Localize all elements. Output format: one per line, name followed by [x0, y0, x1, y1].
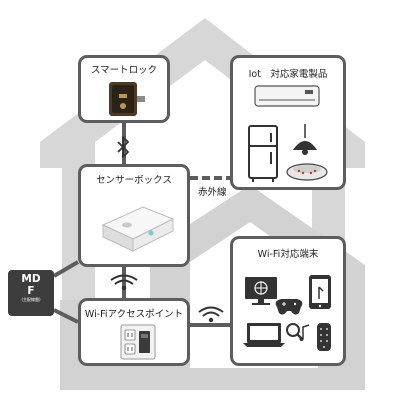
mdf-label-line1: MD	[21, 273, 41, 285]
wifi-device-icons	[243, 275, 331, 351]
laptop-icon	[243, 323, 285, 347]
bluetooth-icon	[117, 136, 129, 158]
sensor-box-card: センサーボックス	[78, 164, 190, 267]
refrigerator-icon	[248, 125, 278, 182]
game-controller-icon	[275, 299, 303, 315]
mdf-sublabel: (主配線盤)	[21, 297, 41, 302]
mdf-to-sensor-line	[52, 260, 80, 278]
iot-appliances-card: Iot 対応家電製品	[230, 55, 346, 190]
robot-vacuum-icon	[286, 163, 328, 181]
wifi-devices-card: Wi-Fi対応端末	[230, 236, 346, 366]
desktop-monitor-icon	[245, 277, 277, 305]
mdf-label-line2: F	[27, 285, 35, 297]
wifi-access-point-title: Wi-Fiアクセスポイント	[84, 309, 184, 320]
smartphone-icon	[309, 275, 331, 309]
smart-speaker-icon	[317, 323, 331, 351]
smart-lock-title: スマートロック	[90, 65, 158, 76]
wall-outlet-icon	[120, 324, 156, 360]
pendant-lamp-icon	[293, 124, 317, 155]
smart-lock-card: スマートロック	[78, 55, 170, 123]
air-conditioner-icon	[254, 85, 320, 107]
infrared-label: 赤外線	[198, 187, 227, 198]
music-note-icon	[299, 324, 310, 341]
sensor-box-title: センサーボックス	[96, 175, 172, 186]
mdf-to-ap-line	[53, 308, 79, 324]
iot-appliance-icons	[248, 85, 328, 182]
wifi-icon	[110, 274, 138, 291]
sensor-box-device	[101, 206, 175, 252]
wifi-icon	[198, 306, 224, 323]
iot-appliances-title: Iot 対応家電製品	[248, 69, 328, 80]
wifi-devices-title: Wi-Fi対応端末	[257, 249, 319, 260]
mdf-box: MD F (主配線盤)	[8, 270, 54, 316]
wifi-access-point-card: Wi-Fiアクセスポイント	[78, 298, 190, 366]
door-lock-icon	[109, 82, 145, 116]
